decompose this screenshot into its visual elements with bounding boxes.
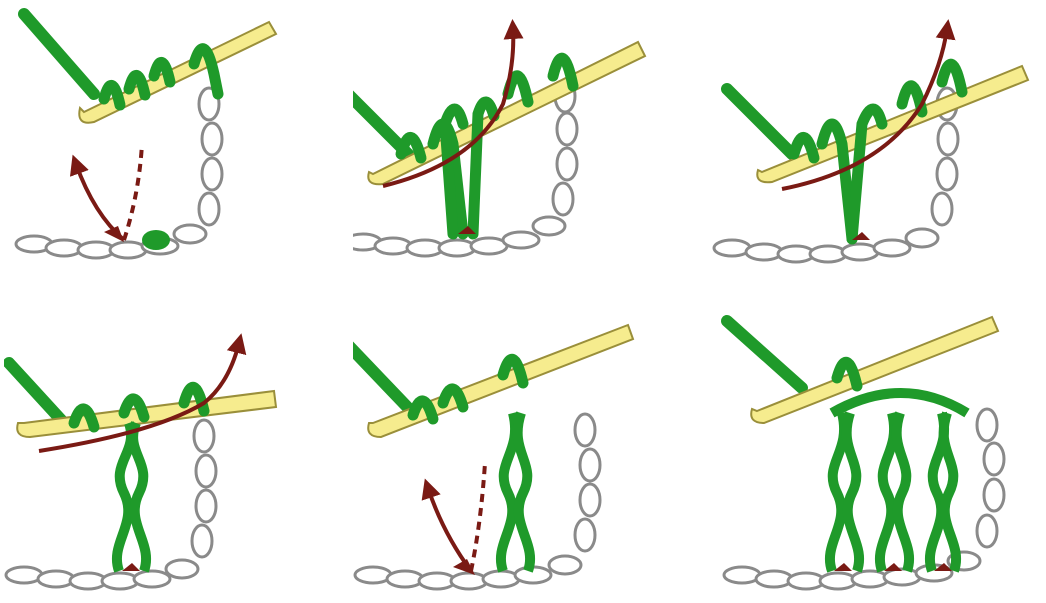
stitch-post — [117, 423, 146, 571]
crochet-hook — [368, 42, 645, 184]
crochet-hook — [79, 22, 276, 123]
step-6-panel — [702, 303, 1042, 599]
stitch-tops — [832, 393, 967, 413]
crochet-hook — [757, 66, 1028, 182]
stitch-posts — [830, 413, 956, 571]
stitch-post — [501, 413, 530, 571]
turning-chain — [977, 409, 1004, 547]
step-4-panel — [4, 303, 344, 599]
working-yarn — [727, 321, 802, 388]
working-yarn — [9, 363, 64, 423]
foundation-chain — [355, 556, 581, 589]
foundation-chain — [714, 229, 938, 262]
working-yarn — [727, 89, 792, 154]
step-2-panel — [353, 4, 693, 300]
working-yarn — [353, 345, 413, 413]
step-5-panel — [353, 303, 693, 599]
working-yarn-loop — [142, 230, 170, 250]
foundation-chain — [6, 560, 198, 589]
direction-arrow — [428, 488, 471, 571]
turning-chain — [575, 414, 600, 551]
turning-chain — [192, 420, 216, 557]
working-yarn — [24, 14, 94, 94]
step-3-panel — [702, 4, 1042, 300]
turning-chain — [199, 88, 222, 225]
step-1-panel — [4, 4, 344, 300]
